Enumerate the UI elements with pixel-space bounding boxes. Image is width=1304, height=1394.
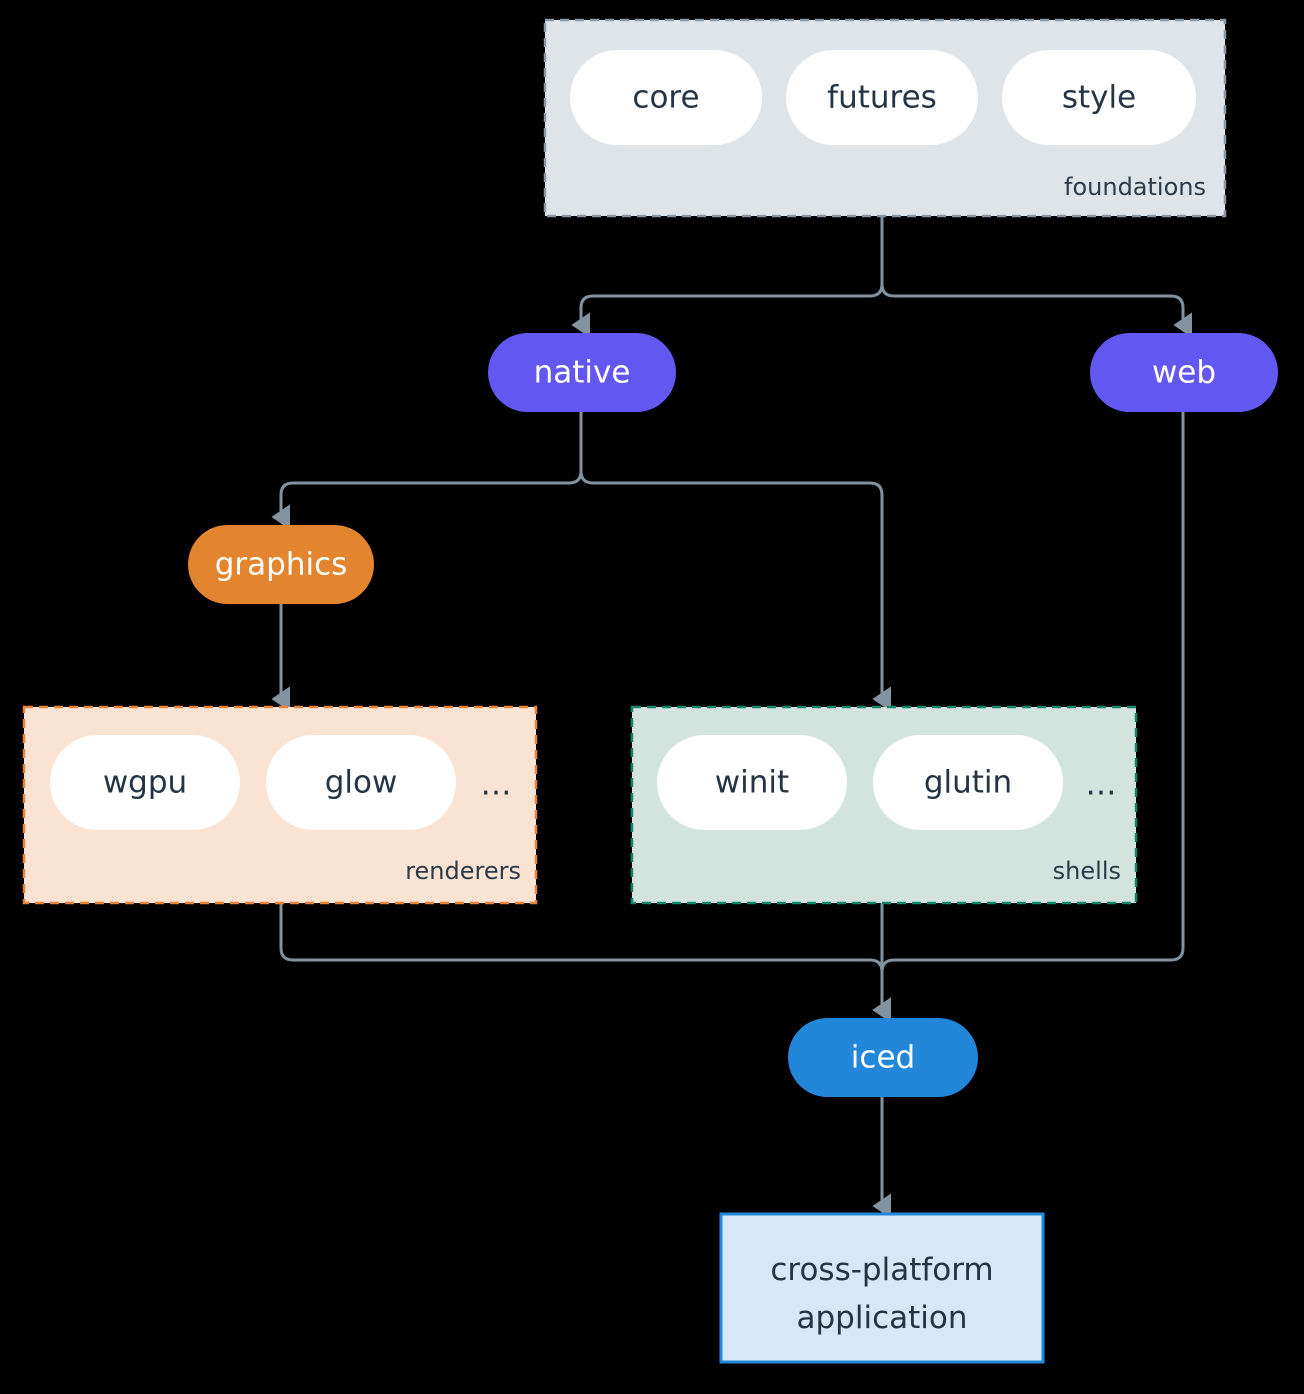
edge-renderers-to-iced — [279, 903, 891, 1023]
foundations-item-core-label: core — [632, 80, 699, 116]
renderers-item-wgpu-label: wgpu — [103, 765, 187, 801]
node-graphics-label: graphics — [215, 547, 348, 583]
foundations-item-core[interactable]: core — [570, 50, 762, 145]
foundations-item-futures[interactable]: futures — [786, 50, 978, 145]
renderers-item-glow-label: glow — [325, 765, 398, 801]
renderers-ellipsis-label: … — [481, 767, 512, 803]
application-label-line2: application — [797, 1300, 968, 1336]
node-web-label: web — [1152, 355, 1216, 391]
shells-item-winit[interactable]: winit — [657, 735, 847, 830]
foundations-item-futures-label: futures — [827, 80, 937, 116]
application-label-line1: cross-platform — [770, 1252, 993, 1288]
edge-layer — [271, 216, 1192, 1219]
renderers-item-wgpu[interactable]: wgpu — [50, 735, 240, 830]
shells-item-glutin-label: glutin — [924, 765, 1012, 801]
edge-web-to-iced — [872, 412, 1185, 1023]
node-cross-platform-application[interactable]: cross-platform application — [719, 1212, 1045, 1364]
edge-foundations-to-web — [880, 216, 1192, 338]
foundations-item-style-label: style — [1062, 80, 1136, 116]
node-native[interactable]: native — [488, 333, 676, 412]
cluster-shells-label: shells — [1053, 857, 1121, 885]
shells-item-winit-label: winit — [715, 765, 789, 801]
node-iced-label: iced — [851, 1040, 915, 1076]
cluster-renderers-label: renderers — [405, 857, 521, 885]
cluster-renderers: wgpu glow … renderers — [22, 705, 538, 905]
shells-ellipsis-label: … — [1086, 767, 1117, 803]
edge-foundations-to-native — [571, 216, 884, 338]
shells-item-glutin[interactable]: glutin — [873, 735, 1063, 830]
renderers-item-glow[interactable]: glow — [266, 735, 456, 830]
node-native-label: native — [534, 355, 631, 391]
foundations-item-style[interactable]: style — [1002, 50, 1196, 145]
edge-native-to-shells — [579, 412, 891, 712]
node-iced[interactable]: iced — [788, 1018, 978, 1097]
cluster-shells: winit glutin … shells — [630, 705, 1138, 905]
node-graphics[interactable]: graphics — [188, 525, 374, 604]
node-web[interactable]: web — [1090, 333, 1278, 412]
cluster-foundations: core futures style foundations — [543, 18, 1227, 218]
cluster-foundations-label: foundations — [1064, 173, 1206, 201]
edge-native-to-graphics — [271, 412, 583, 530]
